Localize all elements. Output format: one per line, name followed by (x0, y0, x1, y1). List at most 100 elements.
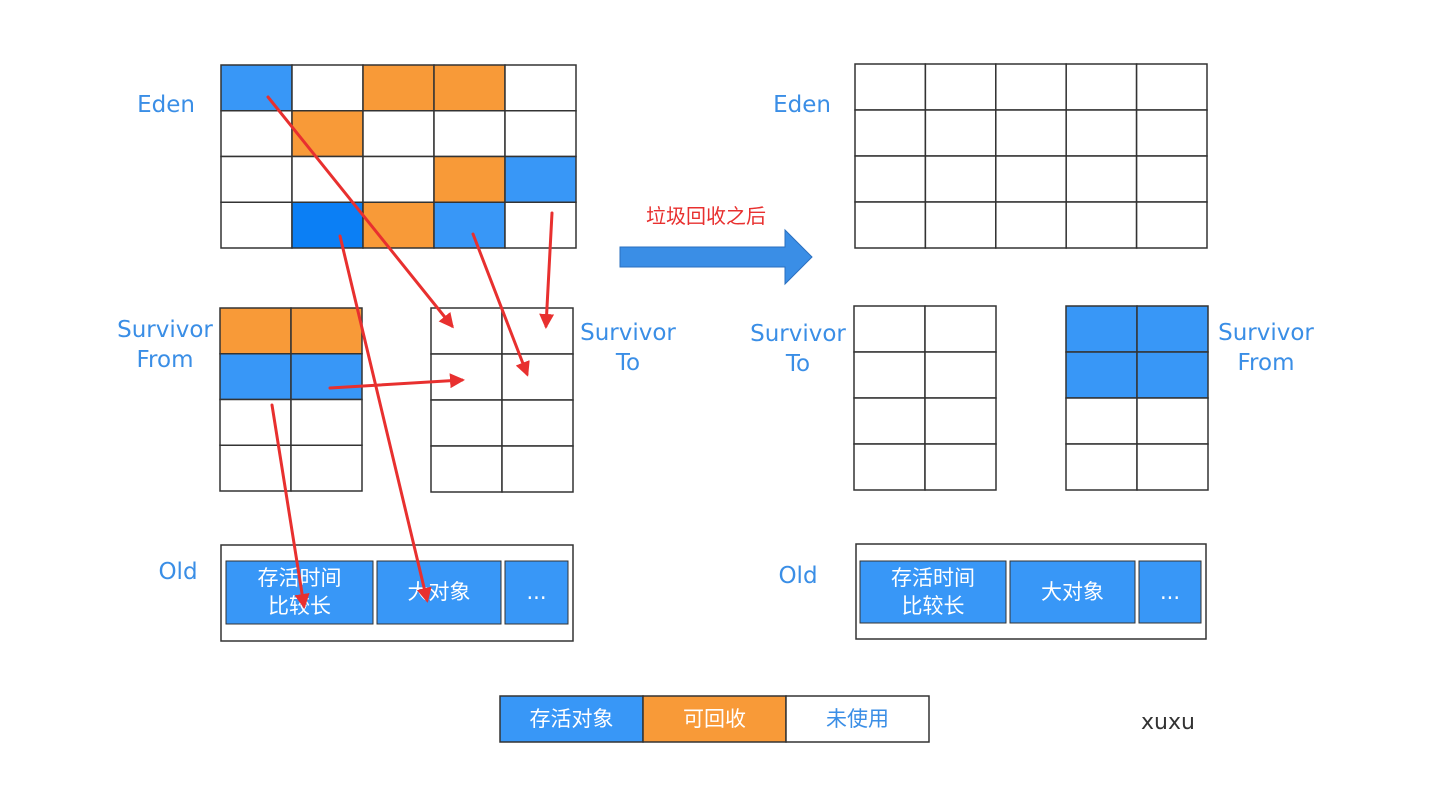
before-old-box-large-object-label: 大对象 (408, 580, 471, 604)
after-eden-cell-unused (1135, 155, 1208, 203)
after-eden-cell-unused (854, 155, 927, 203)
before-eden-cell-unused (362, 155, 435, 203)
legend-unused-label: 未使用 (826, 707, 889, 731)
transition-arrow (619, 228, 813, 286)
after-eden-cell-unused (1135, 109, 1208, 157)
legend-reclaimable-label: 可回收 (683, 707, 746, 731)
after-eden-cell-unused (924, 201, 997, 249)
after-survivor-to-cell-unused (853, 305, 926, 353)
before-old-box-more (504, 560, 569, 625)
after-eden-cell-unused (854, 109, 927, 157)
after-old-box-long-lived (859, 560, 1007, 624)
after-eden-cell-unused (924, 155, 997, 203)
before-old-label: Old (158, 559, 197, 585)
before-survivor-from-cell-unused (290, 398, 363, 446)
before-eden-cell-alive (433, 201, 506, 249)
before-eden-cell-alive_dark (291, 201, 364, 249)
legend: 存活对象 可回收 未使用 (499, 695, 930, 743)
before-eden-cell-unused (291, 64, 364, 112)
before-survivor-from-cell-unused (219, 398, 292, 446)
before-eden-cell-reclaimable (362, 64, 435, 112)
before-survivor-to-cell-unused (430, 445, 503, 493)
after-eden-cell-unused (1065, 63, 1138, 111)
after-survivor-from-cell-unused (1065, 443, 1138, 491)
legend-unused-swatch (785, 695, 930, 743)
arrow-from-to-old (270, 403, 310, 609)
before-eden-cell-unused (504, 110, 577, 158)
after-survivor-from-cell-unused (1065, 397, 1138, 445)
before-eden-cell-unused (504, 64, 577, 112)
before-eden-cell-unused (433, 110, 506, 158)
before-old-box-large-object (376, 560, 502, 625)
before-survivor-to-cell-unused (501, 399, 574, 447)
legend-alive-label: 存活对象 (530, 707, 614, 731)
after-survivor-from-cell-alive (1136, 305, 1209, 353)
after-survivor-to-cell-unused (853, 397, 926, 445)
after-survivor-to-grid (853, 305, 997, 491)
after-eden-cell-unused (1135, 63, 1208, 111)
before-eden-cell-unused (220, 155, 293, 203)
author-signature: xuxu (1141, 710, 1195, 735)
after-survivor-from-cell-alive (1136, 351, 1209, 399)
after-old-box-long-lived-line2: 比较长 (902, 594, 965, 618)
before-eden-cell-reclaimable (291, 110, 364, 158)
arrow-eden-to-survivor-to-1 (266, 95, 454, 329)
before-eden-cell-unused (220, 110, 293, 158)
after-survivor-to-cell-unused (924, 397, 997, 445)
after-old-box-more-label: ... (1160, 580, 1180, 604)
before-eden-label: Eden (137, 92, 195, 118)
before-survivor-from-grid (219, 307, 363, 492)
before-survivor-to-label-line2: To (615, 350, 640, 376)
legend-alive-swatch (499, 695, 644, 743)
after-eden-cell-unused (995, 201, 1067, 249)
after-eden-cell-unused (1065, 155, 1138, 203)
after-survivor-from-grid (1065, 305, 1209, 491)
before-eden-cell-reclaimable (433, 155, 506, 203)
after-eden-cell-unused (995, 109, 1067, 157)
after-survivor-to-label-line1: Survivor (750, 321, 846, 347)
before-survivor-to-cell-unused (501, 307, 574, 355)
after-eden-cell-unused (854, 63, 927, 111)
before-eden-cell-reclaimable (433, 64, 506, 112)
before-survivor-from-label-line2: From (137, 347, 194, 373)
before-survivor-to-cell-unused (501, 353, 574, 401)
after-eden-label: Eden (773, 92, 831, 118)
after-old-box-large-object-label: 大对象 (1041, 580, 1104, 604)
after-eden-cell-unused (924, 63, 997, 111)
before-survivor-from-cell-unused (290, 444, 363, 492)
before-old-box-long-lived-line2: 比较长 (268, 594, 331, 618)
after-old-box-long-lived-line1: 存活时间 (891, 566, 975, 590)
after-eden-cell-unused (854, 201, 927, 249)
after-survivor-from-cell-alive (1065, 351, 1138, 399)
before-survivor-from-cell-reclaimable (290, 307, 363, 355)
after-old-label: Old (778, 563, 817, 589)
before-eden-cell-alive (220, 64, 293, 112)
after-survivor-from-cell-unused (1136, 397, 1209, 445)
before-survivor-to-cell-unused (430, 353, 503, 401)
transition-caption: 垃圾回收之后 (646, 204, 766, 228)
after-survivor-to-cell-unused (924, 443, 997, 491)
after-eden-grid (854, 63, 1208, 249)
after-eden-cell-unused (924, 109, 997, 157)
before-eden-cell-reclaimable (362, 201, 435, 249)
before-survivor-from-label-line1: Survivor (117, 317, 213, 343)
before-survivor-from-cell-alive (290, 353, 363, 401)
after-eden-cell-unused (995, 155, 1067, 203)
arrow-eden-to-survivor-to-3 (471, 232, 530, 377)
before-eden-cell-unused (291, 155, 364, 203)
after-old-box-more (1138, 560, 1202, 624)
before-eden-grid (220, 64, 577, 249)
before-eden-cell-unused (362, 110, 435, 158)
arrow-eden-to-survivor-to-2 (539, 211, 555, 329)
before-survivor-from-cell-alive (219, 353, 292, 401)
move-arrows (266, 95, 555, 609)
after-eden-cell-unused (995, 63, 1067, 111)
after-survivor-to-cell-unused (853, 351, 926, 399)
before-survivor-to-cell-unused (430, 399, 503, 447)
after-survivor-to-cell-unused (924, 305, 997, 353)
before-eden-cell-unused (220, 201, 293, 249)
after-survivor-to-label-line2: To (785, 351, 810, 377)
after-survivor-to-cell-unused (853, 443, 926, 491)
after-old-box-large-object (1009, 560, 1136, 624)
before-survivor-to-grid (430, 307, 574, 493)
